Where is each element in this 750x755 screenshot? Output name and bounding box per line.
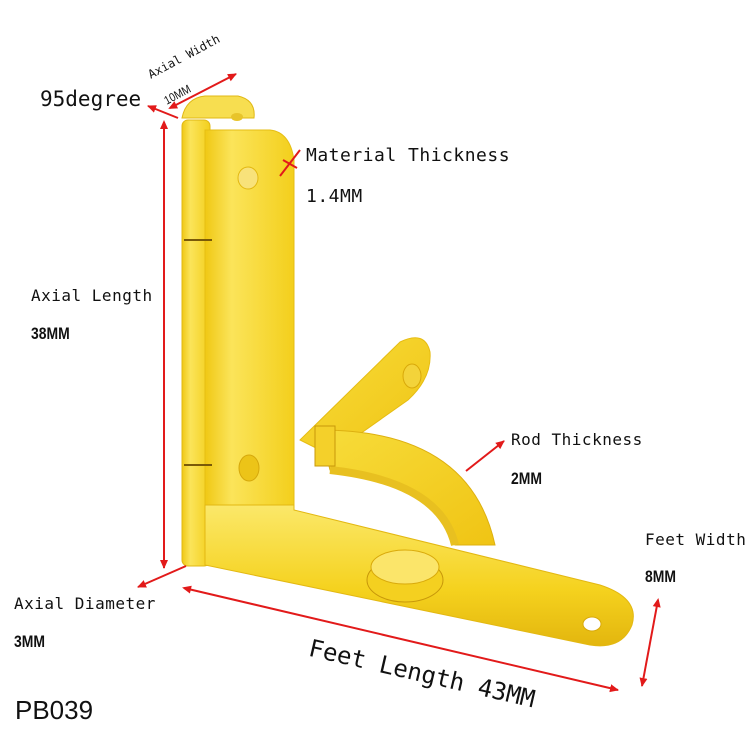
angle-value: 95degree xyxy=(40,87,142,111)
feet-width-value: 8MM xyxy=(645,567,676,586)
rod-thickness-label: Rod Thickness xyxy=(511,430,643,449)
feet-width-label: Feet Width xyxy=(645,530,747,549)
feet-length-arrow xyxy=(182,585,619,693)
foot-leaf xyxy=(204,504,634,647)
axial-width-arrow xyxy=(168,73,237,109)
vertical-leaf xyxy=(181,95,295,567)
material-thickness-label: Material Thickness xyxy=(306,145,511,166)
feet-width-arrow xyxy=(639,598,661,687)
axial-length-value: 38MM xyxy=(31,324,70,343)
material-thickness-value: 1.4MM xyxy=(306,186,363,207)
axial-length-label: Axial Length xyxy=(31,286,153,305)
axial-diameter-arrow xyxy=(137,565,187,588)
material-thickness-marker-2 xyxy=(282,159,298,169)
rod-thickness-arrow xyxy=(465,440,505,472)
axial-diameter-value: 3MM xyxy=(14,632,45,651)
angle-arrow xyxy=(147,105,179,119)
rod-thickness-value: 2MM xyxy=(511,469,542,488)
product-code: PB039 xyxy=(15,695,94,725)
axial-diameter-label: Axial Diameter xyxy=(14,594,156,613)
dimension-arrows xyxy=(137,73,661,693)
curved-rod xyxy=(314,425,496,547)
lock-knob xyxy=(366,549,444,603)
